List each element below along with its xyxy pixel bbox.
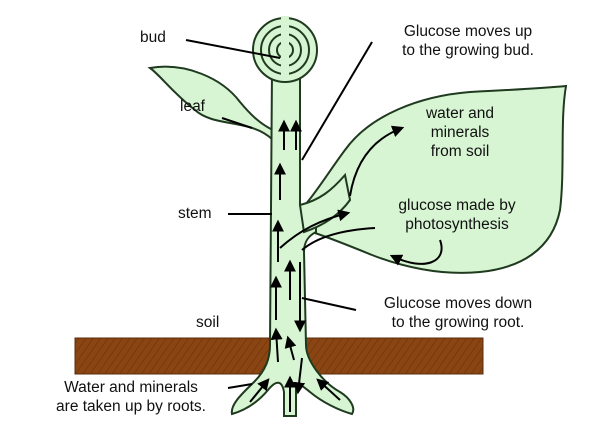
leader-roots [227,383,253,389]
small-leaf [147,65,274,143]
label-roots-line2: are taken up by roots. [56,398,206,415]
label-glucose-up: Glucose moves up to the growing bud. [368,22,568,60]
leader-lines [185,39,373,389]
stem-body [230,69,355,417]
vein-arrow-glucose-leaf [389,239,443,266]
label-glucose-up-line1: Glucose moves up [403,23,533,40]
stem-up-arrows [270,119,302,363]
large-leaf [303,84,568,274]
leader-glucose-up [301,41,373,161]
label-leaf: leaf [180,98,205,115]
root-arrows [249,375,341,412]
label-soil: soil [196,314,220,331]
label-water-line2: minerals [430,124,490,141]
label-water-from-soil: water and minerals from soil [400,104,520,161]
label-glucose-down-line1: Glucose moves down [383,295,533,312]
vein-branch-lower [301,227,376,251]
leader-leaf [221,117,253,129]
leader-bud [185,39,281,59]
vein-branch-upper [279,209,351,249]
leaf-petiole [298,172,352,234]
vein-arrow-water-to-leaf [349,125,405,197]
leader-glucose-down [301,297,357,311]
label-glucose-made-line2: photosynthesis [405,216,509,233]
stem-down-arrow-lower [293,357,306,395]
label-roots-line1: Water and minerals [64,379,198,396]
label-bud: bud [140,29,166,46]
label-roots: Water and minerals are taken up by roots… [28,378,234,416]
bud-shape [252,16,318,83]
label-stem: stem [178,205,212,222]
label-glucose-down-line2: to the growing root. [391,314,525,331]
label-glucose-up-line2: to the growing bud. [402,42,534,59]
label-water-line3: from soil [430,143,490,160]
label-glucose-made: glucose made by photosynthesis [372,196,542,234]
label-water-line1: water and [425,105,495,122]
label-glucose-down: Glucose moves down to the growing root. [358,294,558,332]
label-glucose-made-line1: glucose made by [398,197,516,214]
